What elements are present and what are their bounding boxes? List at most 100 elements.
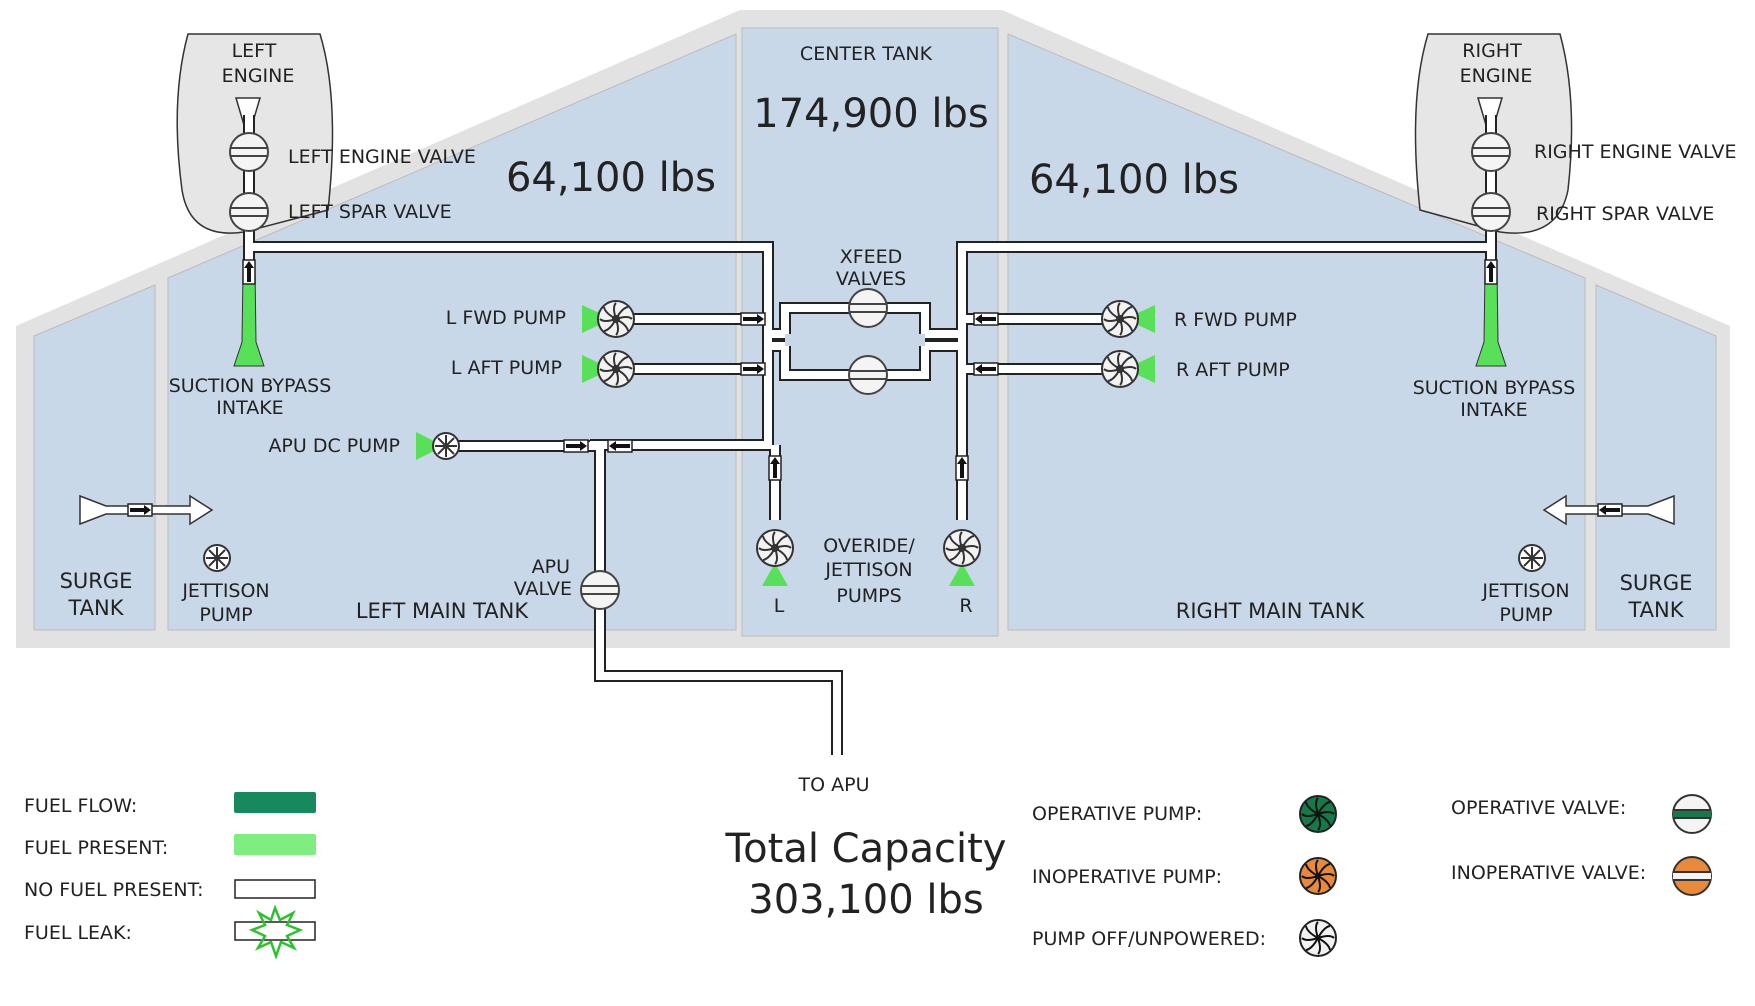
apu-dc-pump-label: APU DC PUMP: [268, 435, 400, 457]
right-spar-valve-icon[interactable]: [1471, 192, 1511, 232]
inoperative-valve-icon: [1672, 856, 1712, 896]
arrow-icon: [563, 439, 589, 453]
left-jettison-label-2: PUMP: [199, 604, 252, 626]
legend-inoperative-valve-label: INOPERATIVE VALVE:: [1451, 862, 1646, 884]
right-main-quantity: 64,100 lbs: [1029, 157, 1239, 203]
legend-fuel-present-label: FUEL PRESENT:: [24, 837, 168, 859]
xfeed-valve-upper-icon[interactable]: [848, 288, 888, 328]
legend: FUEL FLOW: FUEL PRESENT: NO FUEL PRESENT…: [24, 792, 1712, 960]
arrow-icon: [1484, 259, 1498, 285]
right-suction-label-2: INTAKE: [1460, 399, 1527, 421]
apu-valve-label-1: APU: [532, 556, 570, 578]
r-fwd-intake: [1125, 305, 1155, 333]
override-r-intake: [949, 563, 975, 586]
arrow-icon: [973, 362, 999, 376]
legend-no-fuel-swatch: [234, 879, 316, 899]
override-r-pump-icon[interactable]: [943, 529, 981, 567]
xfeed-valve-lower-icon[interactable]: [848, 355, 888, 395]
left-jettison-nozzle: [79, 494, 214, 526]
r-aft-intake: [1125, 355, 1155, 383]
legend-no-fuel-label: NO FUEL PRESENT:: [24, 879, 204, 901]
legend-operative-pump-label: OPERATIVE PUMP:: [1032, 803, 1202, 825]
r-aft-pump-icon[interactable]: [1101, 350, 1139, 388]
right-engine-label-2: ENGINE: [1460, 65, 1533, 87]
legend-fuel-leak-label: FUEL LEAK:: [24, 922, 132, 944]
left-engine-valve-icon[interactable]: [229, 132, 269, 172]
r-fwd-pump-icon[interactable]: [1101, 300, 1139, 338]
legend-fuel-present-swatch: [234, 834, 316, 855]
left-engine-label-1: LEFT: [232, 40, 277, 62]
arrow-icon: [607, 439, 633, 453]
right-engine-valve-label: RIGHT ENGINE VALVE: [1534, 141, 1737, 163]
right-surge-tank: [1595, 284, 1717, 631]
inoperative-pump-icon: [1299, 857, 1337, 895]
arrow-icon: [768, 455, 782, 481]
legend-inoperative-pump-label: INOPERATIVE PUMP:: [1032, 866, 1222, 888]
r-fwd-pump-label: R FWD PUMP: [1174, 309, 1297, 331]
left-jettison-pump-icon[interactable]: [203, 544, 231, 572]
override-label-2: JETTISON: [824, 559, 912, 581]
operative-pump-icon: [1299, 795, 1337, 833]
right-engine-label-1: RIGHT: [1462, 40, 1522, 62]
total-capacity-value: 303,100 lbs: [748, 877, 983, 923]
apu-valve-icon[interactable]: [580, 570, 620, 610]
operative-valve-icon: [1672, 794, 1712, 834]
right-spar-valve-label: RIGHT SPAR VALVE: [1536, 203, 1714, 225]
override-l-pump-icon[interactable]: [756, 529, 794, 567]
override-l-intake: [762, 563, 788, 586]
left-main-tank-label: LEFT MAIN TANK: [356, 599, 530, 623]
l-fwd-pump-label: L FWD PUMP: [446, 307, 566, 329]
r-aft-pump-label: R AFT PUMP: [1176, 359, 1290, 381]
left-spar-valve-icon[interactable]: [229, 192, 269, 232]
override-r-label: R: [959, 595, 972, 617]
left-surge-label-1: SURGE: [60, 569, 133, 593]
l-aft-pump-icon[interactable]: [597, 350, 635, 388]
arrow-icon: [740, 312, 766, 326]
left-suction-label-2: INTAKE: [216, 397, 283, 419]
apu-valve-label-2: VALVE: [514, 578, 572, 600]
right-main-tank: [1007, 33, 1586, 631]
legend-fuel-flow-swatch: [234, 792, 316, 813]
arrow-icon: [242, 259, 256, 285]
legend-pump-off-label: PUMP OFF/UNPOWERED:: [1032, 928, 1266, 950]
l-aft-pump-label: L AFT PUMP: [451, 357, 562, 379]
xfeed-label-2: VALVES: [836, 268, 906, 290]
right-jettison-pump-icon[interactable]: [1518, 544, 1546, 572]
l-fwd-pump-icon[interactable]: [597, 300, 635, 338]
right-main-tank-label: RIGHT MAIN TANK: [1176, 599, 1366, 623]
center-tank-quantity: 174,900 lbs: [753, 91, 988, 137]
right-surge-label-1: SURGE: [1620, 571, 1693, 595]
apu-dc-pump-icon[interactable]: [432, 432, 460, 460]
override-label-1: OVERIDE/: [823, 535, 915, 557]
to-apu-label: TO APU: [798, 774, 870, 796]
left-spar-valve-label: LEFT SPAR VALVE: [288, 201, 452, 223]
right-engine-valve-icon[interactable]: [1471, 132, 1511, 172]
legend-fuel-leak-swatch: [234, 921, 316, 941]
override-l-label: L: [774, 595, 785, 617]
leak-icon: [248, 904, 304, 960]
center-tank-label: CENTER TANK: [800, 43, 933, 65]
total-capacity-label: Total Capacity: [725, 826, 1007, 872]
override-label-3: PUMPS: [836, 585, 901, 607]
arrow-icon: [955, 455, 969, 481]
right-suction-label-1: SUCTION BYPASS: [1413, 377, 1576, 399]
apu-dc-intake: [416, 432, 444, 460]
right-jettison-label-2: PUMP: [1499, 604, 1552, 626]
xfeed-label-1: XFEED: [840, 246, 903, 268]
arrow-icon: [740, 362, 766, 376]
left-engine-valve-label: LEFT ENGINE VALVE: [288, 146, 476, 168]
left-main-quantity: 64,100 lbs: [506, 155, 716, 201]
legend-fuel-flow-label: FUEL FLOW:: [24, 795, 137, 817]
left-engine-label-2: ENGINE: [222, 65, 295, 87]
left-jettison-label-1: JETTISON: [181, 580, 269, 602]
right-jettison-nozzle: [1542, 494, 1675, 526]
left-surge-label-2: TANK: [67, 596, 124, 620]
pump-off-icon: [1299, 919, 1337, 957]
right-surge-label-2: TANK: [1627, 598, 1684, 622]
left-surge-tank: [33, 284, 156, 631]
legend-operative-valve-label: OPERATIVE VALVE:: [1451, 797, 1626, 819]
arrow-icon: [973, 312, 999, 326]
right-jettison-label-1: JETTISON: [1481, 580, 1569, 602]
